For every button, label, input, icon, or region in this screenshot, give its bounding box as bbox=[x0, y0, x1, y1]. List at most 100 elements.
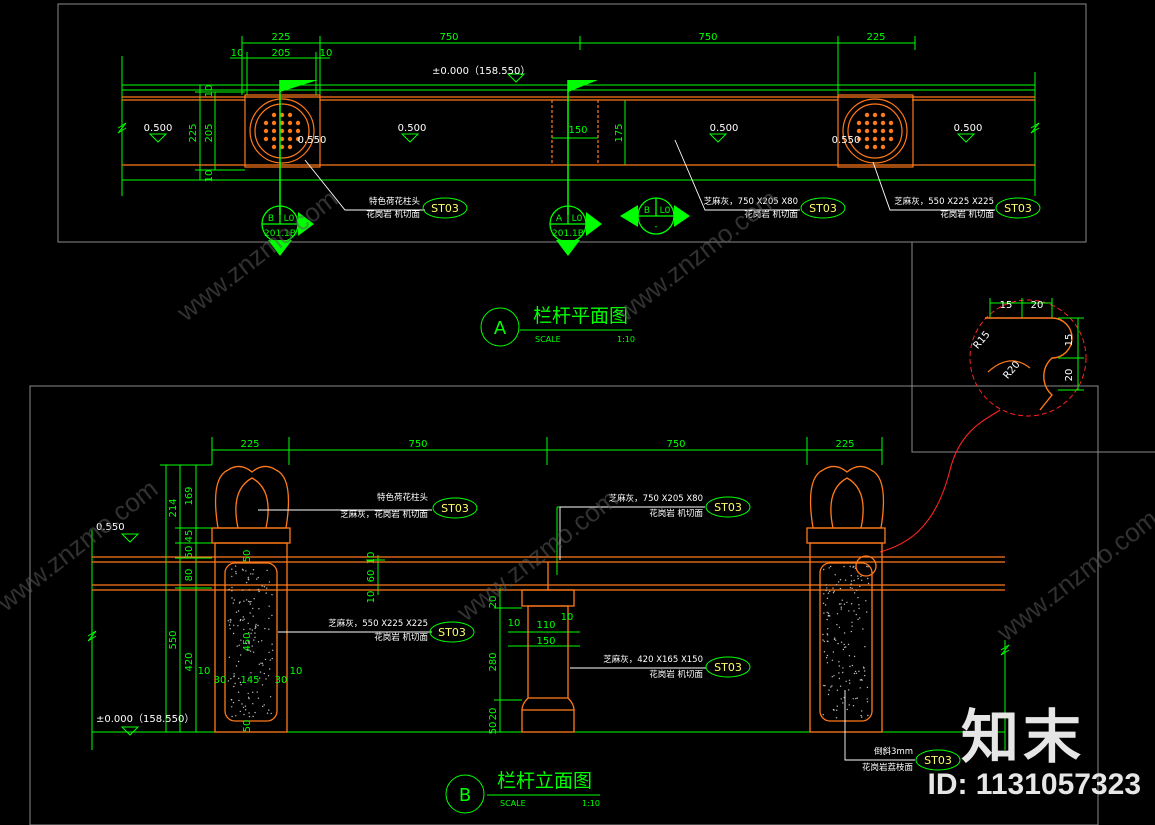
plan-level-550-right: 0.550 bbox=[832, 135, 861, 146]
speckle bbox=[844, 646, 846, 649]
speckle bbox=[249, 612, 251, 614]
speckle bbox=[866, 701, 869, 703]
speckle bbox=[833, 590, 835, 592]
speckle bbox=[242, 616, 244, 618]
elev-baluster-dim-280: 280 bbox=[488, 652, 499, 671]
speckle bbox=[823, 684, 825, 687]
elev-left-dim-80: 80 bbox=[184, 569, 195, 582]
speckle bbox=[268, 628, 270, 630]
lotus-dot bbox=[880, 144, 886, 150]
speckle bbox=[833, 638, 836, 641]
speckle bbox=[859, 679, 861, 681]
plan-dim-225-left: 225 bbox=[271, 32, 290, 43]
lotus-dot bbox=[271, 112, 277, 118]
speckle bbox=[244, 709, 247, 711]
plan-view: 225 750 750 225 10 205 10 150 ±0.000（158… bbox=[117, 32, 1041, 347]
plan-title: 栏杆平面图 bbox=[533, 305, 628, 327]
speckle bbox=[232, 701, 235, 704]
plan-level-2: 0.500 bbox=[398, 123, 427, 134]
speckle bbox=[826, 662, 829, 664]
speckle bbox=[842, 648, 845, 651]
speckle bbox=[268, 617, 270, 620]
detail-dim-right-20: 20 bbox=[1064, 369, 1075, 382]
elev-callout-3-line1: 芝麻灰，550 X225 X225 bbox=[328, 618, 428, 629]
plan-marker-1-bottom: 201.1B bbox=[264, 229, 296, 239]
speckle bbox=[840, 603, 842, 605]
speckle bbox=[237, 691, 240, 693]
speckle bbox=[257, 576, 259, 579]
elev-tag-4: ST03 bbox=[714, 661, 742, 674]
speckle bbox=[864, 646, 866, 648]
speckle bbox=[230, 699, 233, 701]
speckle bbox=[227, 680, 230, 682]
speckle bbox=[229, 628, 231, 630]
speckle bbox=[859, 585, 861, 588]
speckle bbox=[866, 686, 869, 689]
speckle bbox=[850, 574, 852, 577]
speckle bbox=[842, 671, 844, 674]
speckle bbox=[847, 643, 850, 646]
lotus-dot bbox=[263, 120, 269, 126]
elev-title-letter: B bbox=[459, 785, 471, 806]
speckle bbox=[248, 712, 250, 714]
speckle bbox=[231, 590, 233, 592]
speckle bbox=[247, 576, 249, 579]
lotus-dot bbox=[287, 128, 293, 134]
speckle bbox=[248, 649, 250, 651]
lotus-dot bbox=[271, 144, 277, 150]
speckle bbox=[849, 565, 851, 568]
speckle bbox=[257, 697, 260, 699]
speckle bbox=[861, 579, 863, 581]
elev-left-dim-214: 214 bbox=[168, 498, 179, 517]
elev-left-dim-169: 169 bbox=[184, 486, 195, 505]
lotus-dot bbox=[271, 128, 277, 134]
elev-callout-4-line2: 花岗岩 机切面 bbox=[649, 669, 703, 680]
speckle bbox=[233, 599, 235, 601]
speckle bbox=[243, 618, 245, 620]
lotus-dot bbox=[279, 128, 285, 134]
plan-dim-225-right: 225 bbox=[866, 32, 885, 43]
speckle bbox=[241, 703, 243, 705]
elev-scale-label: SCALE bbox=[500, 799, 526, 808]
speckle bbox=[268, 605, 270, 607]
speckle bbox=[231, 597, 233, 599]
elev-title: 栏杆立面图 bbox=[497, 770, 592, 792]
elev-left-dim-420: 420 bbox=[184, 652, 195, 671]
speckle bbox=[272, 649, 274, 651]
speckle bbox=[836, 613, 839, 615]
speckle bbox=[230, 678, 232, 680]
speckle bbox=[227, 620, 229, 622]
speckle bbox=[848, 610, 850, 612]
lotus-dot bbox=[295, 136, 301, 142]
detail-radius-15: R15 bbox=[972, 329, 993, 351]
speckle bbox=[828, 614, 830, 617]
plan-marker-2-top: A bbox=[556, 214, 563, 224]
speckle bbox=[247, 692, 249, 695]
detail-viewport-frame bbox=[911, 242, 1155, 453]
elev-rail-dim-60: 60 bbox=[366, 570, 377, 583]
elev-baluster-dim-150: 150 bbox=[536, 636, 555, 647]
speckle bbox=[852, 705, 855, 707]
speckle bbox=[254, 625, 257, 627]
speckle bbox=[243, 628, 245, 631]
speckle bbox=[866, 565, 868, 567]
elev-left-dim-50: 50 bbox=[184, 546, 195, 559]
lotus-dot bbox=[872, 120, 878, 126]
speckle bbox=[857, 578, 859, 580]
elev-post-dim-145: 145 bbox=[240, 675, 259, 686]
speckle bbox=[262, 705, 264, 708]
speckle bbox=[839, 685, 842, 687]
speckle bbox=[848, 689, 850, 691]
speckle bbox=[269, 696, 272, 698]
speckle bbox=[242, 589, 244, 591]
speckle bbox=[236, 645, 238, 647]
speckle bbox=[235, 572, 237, 575]
speckle bbox=[247, 642, 250, 644]
elev-rail-dim-10-a: 10 bbox=[366, 552, 377, 565]
speckle bbox=[849, 665, 851, 668]
speckle bbox=[271, 614, 273, 617]
elev-callout-2-line2: 花岗岩 机切面 bbox=[649, 508, 703, 519]
speckle bbox=[841, 599, 843, 601]
speckle bbox=[250, 573, 252, 575]
speckle bbox=[250, 672, 252, 674]
